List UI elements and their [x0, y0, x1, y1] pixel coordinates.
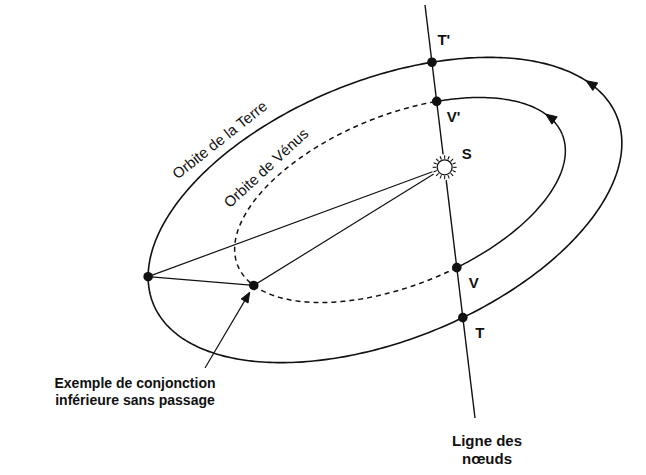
- label-text: Exemple de conjonction inférieure sans p…: [54, 375, 215, 408]
- sun-ray: [433, 167, 437, 168]
- orbit-point: [452, 263, 462, 273]
- orbit-point: [458, 313, 468, 323]
- label-text: S: [462, 145, 472, 162]
- label-text: T: [475, 324, 484, 341]
- sun-ray: [451, 173, 453, 175]
- sun-ray: [440, 175, 441, 178]
- venus-orbit: [437, 97, 562, 134]
- callout-label: Exemple de conjonction inférieure sans p…: [45, 375, 225, 409]
- venus-orbit: [457, 134, 566, 267]
- venus-orbit: [235, 101, 457, 302]
- point-label: T': [437, 31, 450, 49]
- arrowhead: [546, 114, 558, 124]
- label-text: Ligne des nœuds: [452, 432, 522, 467]
- orbit-point: [432, 97, 442, 107]
- sight-line: [148, 277, 254, 286]
- sun-ray: [453, 163, 456, 164]
- sun-symbol: [432, 154, 458, 180]
- orbit-point: [427, 57, 437, 67]
- sun-ray: [448, 156, 449, 159]
- sun-ray: [453, 167, 457, 168]
- sun-ray: [448, 175, 449, 178]
- sun-ray: [444, 155, 445, 159]
- label-text: V': [447, 108, 461, 125]
- arrowhead: [241, 292, 250, 303]
- point-label: T: [475, 324, 484, 342]
- orbit-point: [249, 281, 259, 291]
- sun-ray: [440, 156, 441, 159]
- point-label: V: [469, 274, 479, 292]
- axis-label: Ligne des nœuds: [445, 432, 529, 468]
- sun-ray: [436, 159, 438, 161]
- sun-ray: [444, 176, 445, 180]
- label-text: T': [437, 31, 450, 48]
- sun-ray: [434, 163, 437, 164]
- sun-ray: [434, 171, 437, 172]
- earth-orbit: [148, 57, 622, 362]
- point-label: S: [462, 145, 472, 163]
- sun-halo: [432, 154, 458, 180]
- sun-ray: [453, 171, 456, 172]
- sun-ray: [451, 159, 453, 161]
- sight-line: [148, 167, 445, 276]
- label-text: V: [469, 274, 479, 291]
- arrowhead: [586, 81, 598, 91]
- point-label: V': [447, 108, 461, 126]
- pointer-line: [205, 292, 250, 368]
- sight-line: [254, 167, 445, 285]
- sun-disc: [437, 160, 452, 175]
- orbit-point: [143, 272, 153, 282]
- sun-ray: [436, 173, 438, 175]
- line-of-nodes: [425, 5, 475, 418]
